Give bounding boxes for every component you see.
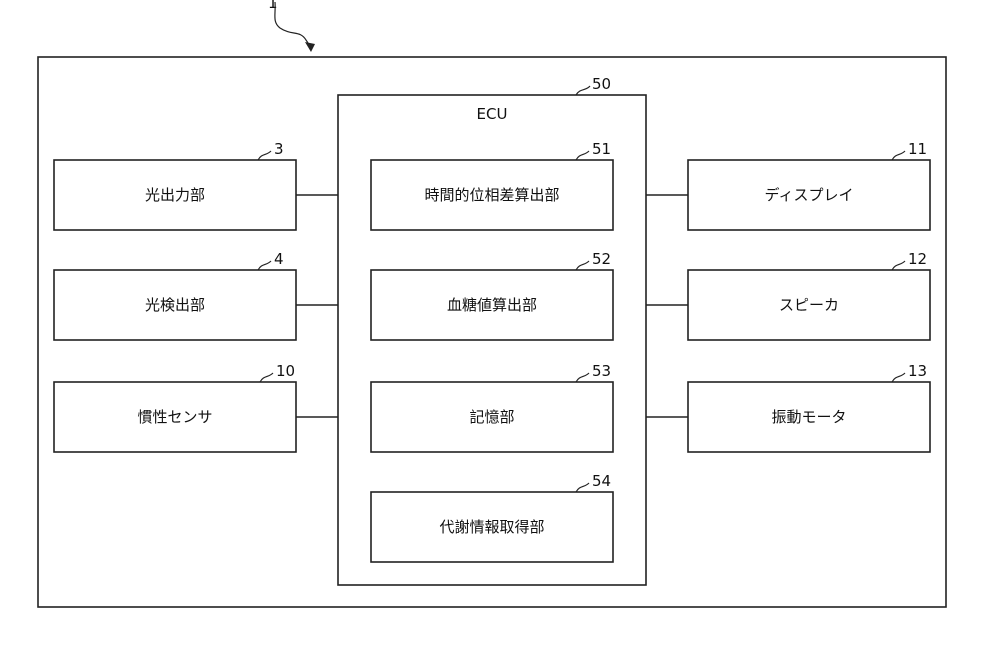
block-light-output-label: 光出力部 [145, 186, 205, 204]
block-light-output-ref-leader [258, 151, 271, 160]
block-phase-difference-calc-label: 時間的位相差算出部 [424, 186, 559, 204]
block-inertial-sensor-ref: 10 [276, 362, 295, 380]
block-light-detector-ref: 4 [274, 250, 284, 268]
block-vibration-motor-label: 振動モータ [771, 408, 846, 426]
block-storage-label: 記憶部 [469, 408, 514, 426]
block-metabolic-info-acquisition-ref: 54 [592, 472, 611, 490]
block-display-ref-leader [892, 151, 905, 160]
block-light-detector: 光検出部 4 [54, 250, 296, 340]
block-vibration-motor: 振動モータ 13 [688, 362, 930, 452]
ecu-ref-leader [576, 86, 590, 95]
ecu-ref: 50 [592, 75, 611, 93]
block-light-output: 光出力部 3 [54, 140, 296, 230]
block-blood-glucose-calc-label: 血糖値算出部 [447, 296, 537, 314]
block-display: ディスプレイ 11 [688, 140, 930, 230]
block-blood-glucose-calc-ref: 52 [592, 250, 611, 268]
block-light-detector-label: 光検出部 [145, 296, 205, 314]
block-vibration-motor-ref-leader [892, 373, 905, 382]
system-ref-arrowhead [305, 42, 315, 52]
block-phase-difference-calc-ref: 51 [592, 140, 611, 158]
block-inertial-sensor: 慣性センサ 10 [54, 362, 296, 452]
block-light-detector-ref-leader [258, 261, 271, 270]
block-inertial-sensor-ref-leader [260, 373, 273, 382]
block-speaker: スピーカ 12 [688, 250, 930, 340]
block-light-output-ref: 3 [274, 140, 284, 158]
block-display-label: ディスプレイ [765, 186, 854, 204]
block-storage-ref: 53 [592, 362, 611, 380]
block-metabolic-info-acquisition-label: 代謝情報取得部 [439, 518, 544, 536]
system-ref: 1 [268, 0, 278, 12]
ecu-label: ECU [477, 105, 508, 123]
block-speaker-ref: 12 [908, 250, 927, 268]
block-inertial-sensor-label: 慣性センサ [137, 408, 212, 426]
block-display-ref: 11 [908, 140, 927, 158]
block-speaker-ref-leader [892, 261, 905, 270]
block-vibration-motor-ref: 13 [908, 362, 927, 380]
block-speaker-label: スピーカ [779, 296, 839, 314]
